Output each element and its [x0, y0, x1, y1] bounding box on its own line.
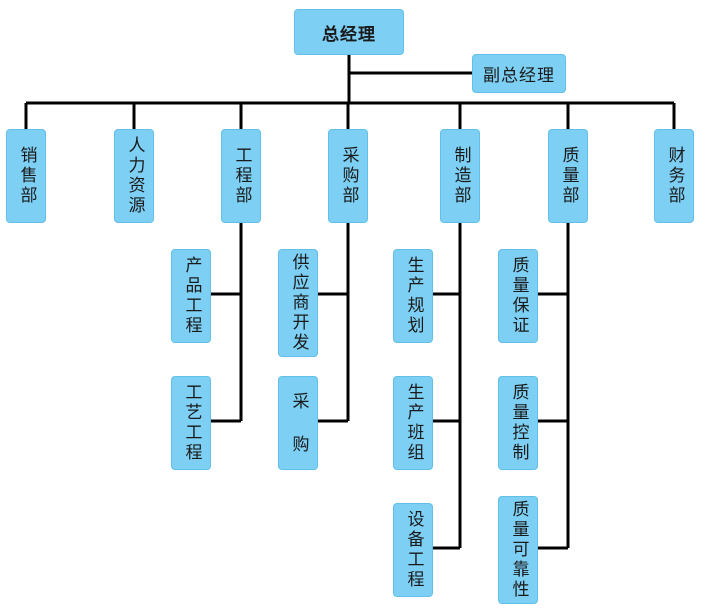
- dept-purchasing-box: 采购部: [328, 129, 368, 223]
- unit-label: 设备工程: [403, 510, 424, 590]
- unit-label: 生产规划: [403, 256, 424, 336]
- dept-label: 采购部: [338, 146, 359, 206]
- ceo-label: 总经理: [322, 24, 376, 45]
- unit-label: 质量可靠性: [508, 500, 529, 600]
- unit-box: 产品工程: [171, 249, 211, 343]
- ceo-box: 总经理: [294, 9, 404, 55]
- dept-hr-box: 人力资源: [114, 129, 154, 223]
- dept-engineering-box: 工程部: [221, 129, 261, 223]
- unit-box: 设备工程: [393, 503, 433, 597]
- unit-label: 工艺工程: [181, 383, 202, 463]
- dept-sales-box: 销售部: [6, 129, 46, 223]
- dept-label: 财务部: [664, 146, 685, 206]
- unit-label: 供应商开发: [288, 253, 309, 353]
- unit-label: 采 购: [288, 391, 309, 455]
- deputy-label: 副总经理: [483, 66, 555, 86]
- unit-label: 产品工程: [181, 256, 202, 336]
- dept-label: 人力资源: [124, 136, 145, 216]
- unit-box: 生产班组: [393, 376, 433, 470]
- dept-label: 工程部: [231, 146, 252, 206]
- deputy-box: 副总经理: [472, 54, 566, 93]
- unit-box: 质量保证: [498, 249, 538, 343]
- unit-box: 质量控制: [498, 376, 538, 470]
- unit-box: 工艺工程: [171, 376, 211, 470]
- dept-manufacturing-box: 制造部: [440, 129, 480, 223]
- unit-label: 质量保证: [508, 256, 529, 336]
- unit-label: 质量控制: [508, 383, 529, 463]
- dept-quality-box: 质量部: [548, 129, 588, 223]
- dept-finance-box: 财务部: [654, 129, 694, 223]
- unit-box: 供应商开发: [278, 249, 318, 357]
- unit-box: 质量可靠性: [498, 496, 538, 604]
- dept-label: 制造部: [450, 146, 471, 206]
- dept-label: 质量部: [558, 146, 579, 206]
- unit-box: 采 购: [278, 376, 318, 470]
- unit-box: 生产规划: [393, 249, 433, 343]
- unit-label: 生产班组: [403, 383, 424, 463]
- dept-label: 销售部: [16, 146, 37, 206]
